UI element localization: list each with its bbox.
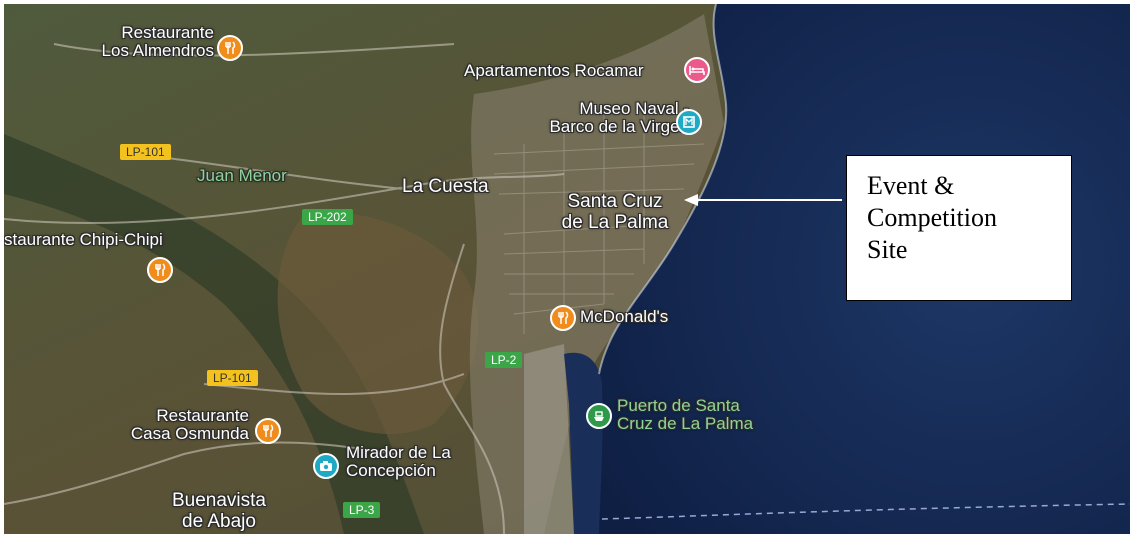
road-shield-lp2: LP-2: [485, 352, 523, 368]
road-shield-lp202: LP-202: [302, 209, 353, 225]
label-restaurante-los-almendros[interactable]: Restaurante Los Almendros: [64, 24, 214, 60]
label-line: Concepción: [346, 461, 436, 480]
callout-arrow-head: [684, 194, 698, 206]
fork-knife-icon[interactable]: [217, 35, 243, 61]
event-site-callout: Event & Competition Site: [846, 155, 1072, 301]
road-shield-lp101-bottom: LP-101: [207, 370, 258, 386]
label-puerto-de-santa-cruz[interactable]: Puerto de Santa Cruz de La Palma: [617, 397, 753, 433]
ferry-icon[interactable]: [586, 403, 612, 429]
road-shield-lp101-top: LP-101: [120, 144, 171, 160]
label-la-cuesta[interactable]: La Cuesta: [402, 176, 489, 197]
museum-icon[interactable]: [676, 109, 702, 135]
label-line: Los Almendros: [101, 41, 214, 60]
roads: [4, 43, 565, 534]
label-line: Casa Osmunda: [130, 424, 249, 443]
label-line: Restaurante: [121, 23, 214, 42]
label-museo-naval[interactable]: Museo Naval - Barco de la Virgen: [484, 100, 689, 136]
fork-knife-icon[interactable]: [255, 418, 281, 444]
satellite-map[interactable]: Restaurante Los Almendros Apartamentos R…: [4, 4, 1130, 534]
label-line: Puerto de Santa: [617, 396, 740, 415]
label-line: Santa Cruz: [567, 191, 663, 212]
port-pier: [524, 344, 574, 534]
callout-line: Event &: [867, 171, 955, 200]
fork-knife-icon[interactable]: [147, 257, 173, 283]
ravine: [4, 134, 424, 534]
label-line: Mirador de La: [346, 443, 451, 462]
label-line: Buenavista: [171, 490, 266, 511]
label-line: de La Palma: [561, 212, 669, 233]
hill: [277, 212, 479, 434]
camera-icon[interactable]: [313, 453, 339, 479]
harbor-water: [564, 352, 603, 534]
label-restaurante-chipi-chipi[interactable]: staurante Chipi-Chipi: [4, 230, 163, 249]
road-shield-lp3: LP-3: [343, 502, 381, 518]
label-mirador-de-la-concepcion[interactable]: Mirador de La Concepción: [346, 444, 451, 480]
label-restaurante-casa-osmunda[interactable]: Restaurante Casa Osmunda: [104, 407, 249, 443]
label-line: Restaurante: [156, 406, 249, 425]
label-line: Barco de la Virgen: [549, 117, 689, 136]
label-apartamentos-rocamar[interactable]: Apartamentos Rocamar: [464, 61, 644, 80]
callout-line: Site: [867, 235, 908, 264]
label-mcdonalds[interactable]: McDonald's: [580, 307, 669, 326]
label-line: Cruz de La Palma: [617, 414, 754, 433]
shoreline: [598, 4, 728, 375]
label-juan-menor[interactable]: Juan Menor: [197, 166, 287, 185]
bed-icon[interactable]: [684, 57, 710, 83]
callout-line: Competition: [867, 203, 997, 232]
label-buenavista-de-abajo[interactable]: Buenavista de Abajo: [159, 490, 279, 532]
fork-knife-icon[interactable]: [550, 305, 576, 331]
label-line: Museo Naval -: [579, 99, 689, 118]
label-line: de Abajo: [182, 511, 256, 532]
ferry-route: [601, 503, 1130, 520]
label-santa-cruz-de-la-palma[interactable]: Santa Cruz de La Palma: [550, 191, 680, 233]
